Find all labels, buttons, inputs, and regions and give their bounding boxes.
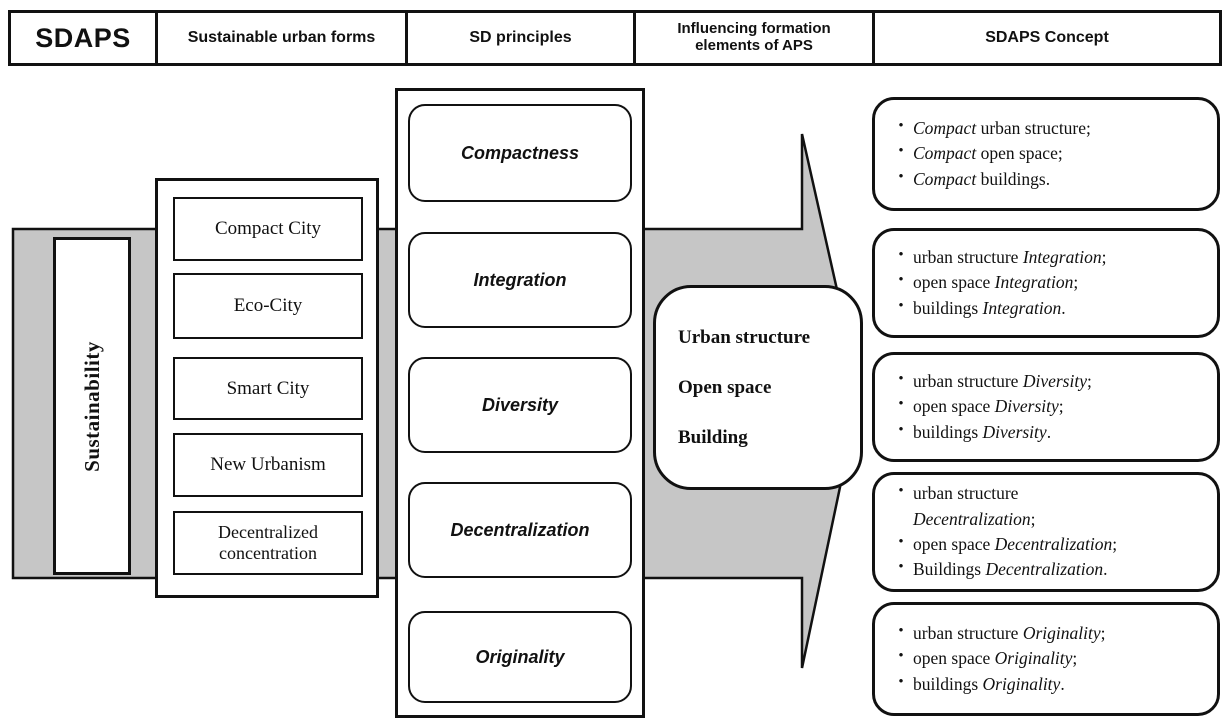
bullet-item: • Compact buildings. — [889, 167, 1207, 192]
bullet-icon: • — [898, 272, 904, 289]
bullet-item: • Compact open space; — [889, 141, 1207, 166]
bullet-item: • open space Decentralization; — [889, 532, 1207, 557]
header-cell-sdaps: SDAPS — [11, 13, 155, 63]
bullet-icon: • — [898, 622, 904, 639]
aps-elements-box: Urban structure Open space Building — [653, 285, 863, 490]
bullet-item: • open space Integration; — [889, 270, 1207, 295]
concept-box-diversity: • urban structure Diversity; • open space D… — [872, 352, 1220, 462]
bullet-item: • urban structure Diversity; — [889, 369, 1207, 394]
header-row: SDAPS Sustainable urban forms SD princip… — [8, 10, 1222, 66]
header-cell-urban-forms: Sustainable urban forms — [155, 13, 405, 63]
aps-element-open-space: Open space — [678, 376, 772, 398]
bullet-icon: • — [898, 483, 904, 500]
urban-form-eco-city: Eco-City — [173, 273, 363, 339]
bullet-item: • Buildings Decentralization. — [889, 557, 1207, 582]
bullet-item-text: Compact urban structure; — [913, 117, 1091, 138]
bullet-item-text: open space Decentralization; — [913, 534, 1118, 554]
urban-form-decentralized-concentration: Decentralized concentration — [173, 511, 363, 575]
bullet-icon: • — [898, 396, 904, 413]
bullet-icon: • — [898, 648, 904, 665]
bullet-icon: • — [898, 559, 904, 576]
bullet-item: • open space Diversity; — [889, 394, 1207, 419]
urban-form-smart-city: Smart City — [173, 357, 363, 420]
bullet-icon: • — [898, 246, 904, 263]
bullet-item-text: buildings Originality. — [913, 673, 1065, 694]
header-label-sdaps-concept: SDAPS Concept — [985, 29, 1109, 47]
bullet-item-text: urban structure Originality; — [913, 622, 1106, 643]
bullet-icon: • — [898, 370, 904, 387]
header-label-aps-elements: Influencing formation elements of APS — [677, 20, 831, 54]
bullet-icon: • — [898, 168, 904, 185]
bullet-icon: • — [898, 297, 904, 314]
header-label-urban-forms: Sustainable urban forms — [187, 29, 376, 47]
bullet-item: • buildings Originality. — [889, 672, 1207, 697]
bullet-item-text: buildings Integration. — [913, 297, 1066, 318]
bullet-item-text: Buildings Decentralization. — [913, 559, 1108, 580]
bullet-item: • Compact urban structure; — [889, 116, 1207, 141]
bullet-icon: • — [898, 673, 904, 690]
sd-principle-compactness: Compactness — [408, 104, 632, 202]
bullet-item-text: urban structure Diversity; — [913, 370, 1092, 391]
urban-form-new-urbanism: New Urbanism — [173, 433, 363, 497]
bullet-item: • buildings Integration. — [889, 296, 1207, 321]
bullet-icon: • — [898, 421, 904, 438]
header-label-sd-principles: SD principles — [469, 29, 572, 47]
aps-element-building: Building — [678, 426, 748, 448]
bullet-item-text: urban structure Integration; — [913, 246, 1107, 267]
bullet-icon: • — [898, 117, 904, 134]
bullet-icon: • — [898, 534, 904, 550]
bullet-item-text: open space Originality; — [913, 648, 1078, 669]
sd-principle-originality: Originality — [408, 611, 632, 703]
bullet-icon: • — [898, 143, 904, 160]
bullet-item: • buildings Diversity. — [889, 420, 1207, 445]
sd-principle-integration: Integration — [408, 232, 632, 328]
bullet-item: • open space Originality; — [889, 646, 1207, 671]
concept-box-originality: • urban structure Originality; • open space… — [872, 602, 1220, 716]
concept-box-integration: • urban structure Integration; • open space… — [872, 228, 1220, 338]
bullet-item-text: open space Diversity; — [913, 396, 1064, 417]
sustainability-box: Sustainability — [53, 237, 131, 575]
bullet-item-text: Compact buildings. — [913, 168, 1051, 189]
sustainability-label: Sustainability — [79, 340, 104, 472]
bullet-item-text: Compact open space; — [913, 143, 1063, 164]
bullet-item-text: buildings Diversity. — [913, 421, 1052, 442]
bullet-item: • urban structure Integration; — [889, 245, 1207, 270]
concept-box-compactness: • Compact urban structure; • Compact open s… — [872, 97, 1220, 211]
bullet-item: • urban structure Originality; — [889, 621, 1207, 646]
header-label-sdaps: SDAPS — [35, 22, 131, 53]
header-cell-sdaps-concept: SDAPS Concept — [872, 13, 1219, 63]
header-cell-aps-elements: Influencing formation elements of APS — [633, 13, 872, 63]
header-cell-sd-principles: SD principles — [405, 13, 633, 63]
sd-principle-decentralization: Decentralization — [408, 482, 632, 578]
bullet-item-text: open space Integration; — [913, 272, 1079, 293]
urban-form-compact-city: Compact City — [173, 197, 363, 261]
sd-principle-diversity: Diversity — [408, 357, 632, 453]
aps-element-urban-structure: Urban structure — [678, 326, 811, 348]
